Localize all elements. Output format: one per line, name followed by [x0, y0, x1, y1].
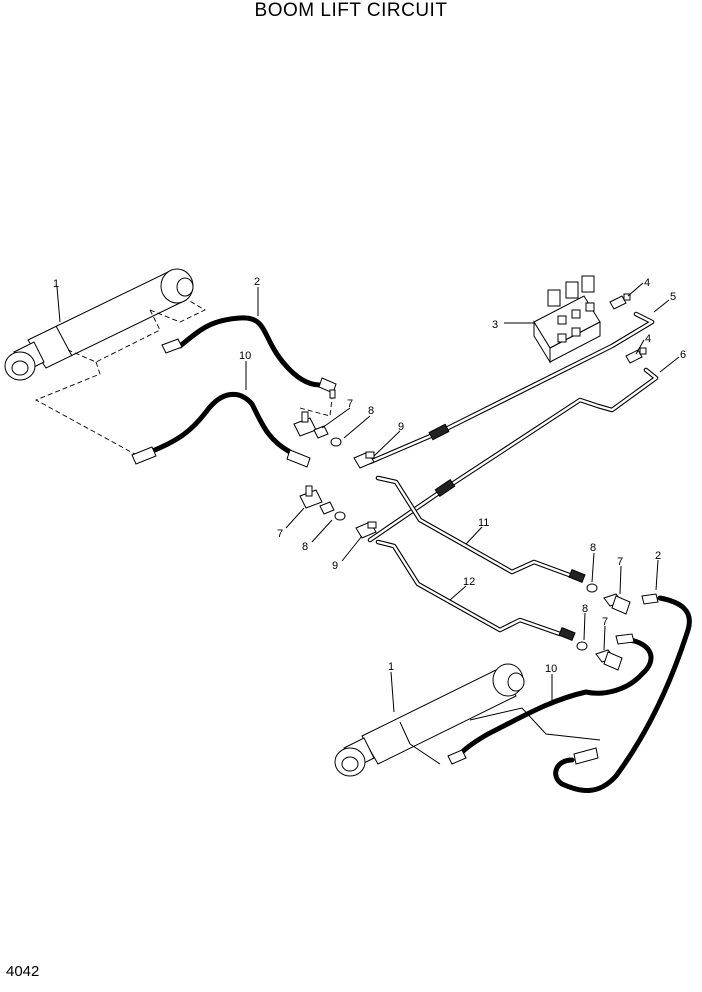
callout-1-upper: 1 [53, 278, 59, 290]
tube-12 [375, 539, 576, 641]
callout-9-upper: 9 [398, 421, 404, 433]
page-number: 4042 [6, 963, 40, 980]
washer-8-r1 [586, 583, 598, 593]
washer-8-r2 [576, 641, 588, 651]
callout-10-upper: 10 [239, 350, 251, 362]
hose-10-upper [131, 392, 311, 468]
callout-12: 12 [463, 576, 475, 588]
callout-1-lower: 1 [388, 661, 394, 673]
callout-7-upper: 7 [347, 398, 353, 410]
callout-11: 11 [478, 517, 489, 529]
tee-9-mid [355, 521, 377, 539]
callout-9-mid: 9 [332, 560, 338, 572]
page-title: BOOM LIFT CIRCUIT [254, 0, 448, 21]
callout-8-mid: 8 [302, 541, 308, 553]
tube-5 [367, 311, 655, 465]
callout-labels: 1 2 3 4 4 5 6 10 7 8 9 7 8 9 11 12 8 7 2… [53, 276, 686, 675]
fitting-4b [625, 347, 647, 364]
elbow-7-r1 [603, 593, 631, 615]
callout-10-lower: 10 [545, 663, 557, 675]
callout-5: 5 [670, 291, 676, 303]
washer-8-mid [334, 511, 346, 521]
hose-2-upper [161, 315, 337, 417]
tube-6 [367, 367, 659, 543]
boom-cylinder-lower [334, 663, 525, 777]
callout-6: 6 [680, 349, 686, 361]
washer-8-upper [330, 437, 342, 447]
callout-7-r1: 7 [617, 556, 623, 568]
callout-2-right: 2 [655, 550, 661, 562]
hose-10-right [447, 633, 654, 765]
elbow-7-r2 [595, 649, 623, 671]
boom-cylinder-upper [4, 268, 194, 381]
callout-8-upper: 8 [368, 405, 374, 417]
callout-4a: 4 [644, 277, 650, 289]
elbow-7-mid [299, 485, 335, 515]
control-valve [533, 275, 601, 364]
fitting-4a [609, 293, 631, 310]
tube-11 [375, 475, 586, 583]
mount-lines-lower [409, 707, 601, 765]
callout-4b: 4 [645, 333, 651, 345]
callout-2-upper: 2 [254, 276, 260, 288]
hose-2-right [553, 593, 692, 794]
callout-leaders [56, 282, 680, 713]
callout-3: 3 [492, 319, 498, 331]
callout-7-mid: 7 [277, 528, 283, 540]
tee-9-upper [353, 451, 375, 469]
callout-8-r1: 8 [590, 542, 596, 554]
elbow-7-upper [293, 411, 329, 439]
callout-7-r2: 7 [602, 616, 608, 628]
mount-dashed-lines-upper [34, 299, 206, 459]
callout-8-r2: 8 [582, 603, 588, 615]
